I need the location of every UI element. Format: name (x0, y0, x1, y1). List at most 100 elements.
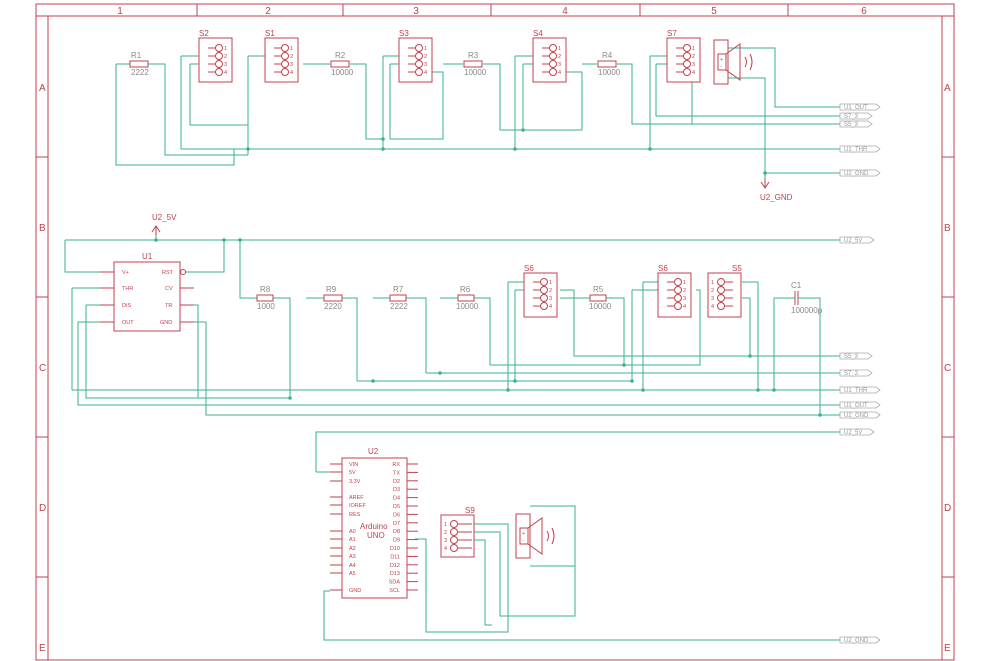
power-u2-5v-label: U2_5V (152, 213, 177, 222)
s6-right-pin2: 2 (683, 288, 686, 294)
u2-right-pin-label: D8 (393, 529, 400, 535)
net-label: U2_5V (839, 236, 875, 244)
switch-s7[interactable]: S7 1 2 3 4 (666, 29, 701, 83)
u2-left-pin-label: A2 (349, 546, 356, 552)
net-label-text: U1_THR (844, 388, 868, 394)
net-label-text: U2_GND (844, 171, 869, 177)
junctions (154, 128, 822, 417)
s5-pin2: 2 (711, 288, 714, 294)
row-label-c-right: C (944, 363, 951, 374)
net-label-text: S5_3 (844, 354, 859, 360)
r3-value: 10000 (464, 68, 487, 77)
u1-name: U1 (142, 252, 153, 261)
s6-left-pin2: 2 (549, 288, 552, 294)
switch-s2[interactable]: S2 1 2 3 4 (198, 29, 233, 83)
switch-s6-left[interactable]: S6 1 2 3 4 (523, 264, 558, 318)
net-labels: U1_OUT S7_3 S5_3 U1_THR U2_GND U2_5V S5_… (839, 103, 881, 644)
s9-pin2: 2 (444, 530, 447, 536)
drawing-frame: 1 2 3 4 5 6 A B C D E A B C D E (35, 3, 955, 661)
s7-pin4: 4 (692, 70, 695, 76)
switch-s4[interactable]: S4 1 2 3 4 (532, 29, 567, 83)
u2-right-pin-label: SDA (389, 580, 401, 586)
u1-pin-out: OUT (122, 320, 134, 326)
r2-name: R2 (335, 51, 346, 60)
r9-name: R9 (326, 285, 337, 294)
switch-s3[interactable]: S3 1 2 3 4 (398, 29, 433, 83)
resistor-r7[interactable]: R7 2222 (389, 285, 408, 311)
u2-right-pin-label: D2 (393, 479, 400, 485)
u2-left-pin-label: 5V (349, 470, 356, 476)
u2-right-pin-label: D5 (393, 504, 400, 510)
s3-pin1: 1 (424, 46, 427, 52)
row-label-b-right: B (944, 223, 951, 234)
resistor-r5[interactable]: R5 10000 (589, 285, 612, 311)
resistor-r6[interactable]: R6 10000 (456, 285, 479, 311)
s7-label: S7 (667, 29, 677, 38)
s6-left-pin4: 4 (549, 304, 552, 310)
s2-pin4: 4 (224, 70, 227, 76)
r1-value: 2222 (131, 68, 149, 77)
net-label: U2_GND (839, 169, 881, 177)
u2-left-pin-label: VIN (349, 462, 358, 468)
s9-pin4: 4 (444, 546, 447, 552)
u1-pin-dis: DIS (122, 303, 132, 309)
net-label-text: U1_OUT (844, 403, 868, 409)
s6-right-label: S6 (658, 264, 668, 273)
s5-pin4: 4 (711, 304, 714, 310)
col-label-1: 1 (117, 6, 123, 17)
net-label-text: S7_3 (844, 371, 859, 377)
s3-pin2: 2 (424, 54, 427, 60)
s7-pin2: 2 (692, 54, 695, 60)
resistor-r4[interactable]: R4 10000 (597, 51, 621, 77)
u2-left-pin-label: GND (349, 588, 361, 594)
resistor-r8[interactable]: R8 1000 (256, 285, 275, 311)
net-label: S7_3 (839, 369, 873, 377)
u2-right-pin-label: D3 (393, 487, 400, 493)
u1-pin-rst: RST (162, 270, 174, 276)
resistor-r2[interactable]: R2 10000 (330, 51, 354, 77)
net-label-text: U2_GND (844, 638, 869, 644)
switch-s5[interactable]: S5 1 2 3 4 (707, 264, 742, 318)
resistor-r3[interactable]: R3 10000 (463, 51, 487, 77)
resistor-r9[interactable]: R9 2220 (323, 285, 343, 311)
s2-pin1: 1 (224, 46, 227, 52)
resistor-r1[interactable]: R1 2222 (129, 51, 149, 77)
switch-s9[interactable]: S9 1 2 3 4 (440, 506, 475, 558)
r9-value: 2220 (324, 302, 342, 311)
r1-name: R1 (131, 51, 142, 60)
net-label-text: U2_5V (844, 430, 862, 436)
u2-left-pin-label: AREF (349, 495, 364, 501)
speaker-bottom[interactable]: + - (515, 513, 555, 559)
r8-name: R8 (260, 285, 271, 294)
r2-value: 10000 (331, 68, 354, 77)
u2-title-line2: UNO (367, 531, 385, 540)
switch-s6-right[interactable]: S6 1 2 3 4 (657, 264, 692, 318)
s9-label: S9 (465, 506, 475, 515)
s6-right-pin1: 1 (683, 280, 686, 286)
switch-s1[interactable]: S1 1 2 3 4 (264, 29, 299, 83)
speaker-top-minus: - (720, 64, 722, 70)
row-label-c-left: C (39, 363, 46, 374)
u1-timer-chip[interactable]: U1 V+ THR DIS OUT RST CV TR GND (100, 252, 194, 332)
r7-value: 2222 (390, 302, 408, 311)
u2-name: U2 (368, 447, 379, 456)
s4-pin4: 4 (558, 70, 561, 76)
u2-right-pin-label: D4 (393, 496, 400, 502)
capacitor-c1[interactable]: C1 100000p (790, 281, 823, 315)
net-label: U1_THR (839, 386, 881, 394)
u2-arduino-uno[interactable]: U2 Arduino UNO VIN5V3.3VAREFIOREFRESA0A1… (330, 447, 418, 599)
u2-right-pin-label: D12 (390, 563, 400, 569)
s1-label: S1 (265, 29, 275, 38)
u2-right-pin-label: D6 (393, 512, 400, 518)
speaker-top[interactable]: + - (713, 39, 753, 85)
s1-pin1: 1 (290, 46, 293, 52)
u2-right-pin-label: D13 (390, 571, 400, 577)
net-label: U2_GND (839, 636, 881, 644)
r5-name: R5 (593, 285, 604, 294)
net-label-text: U2_5V (844, 238, 862, 244)
s9-pin1: 1 (444, 522, 447, 528)
col-label-5: 5 (711, 6, 717, 17)
s1-pin2: 2 (290, 54, 293, 60)
s2-pin3: 3 (224, 62, 227, 68)
r8-value: 1000 (257, 302, 275, 311)
